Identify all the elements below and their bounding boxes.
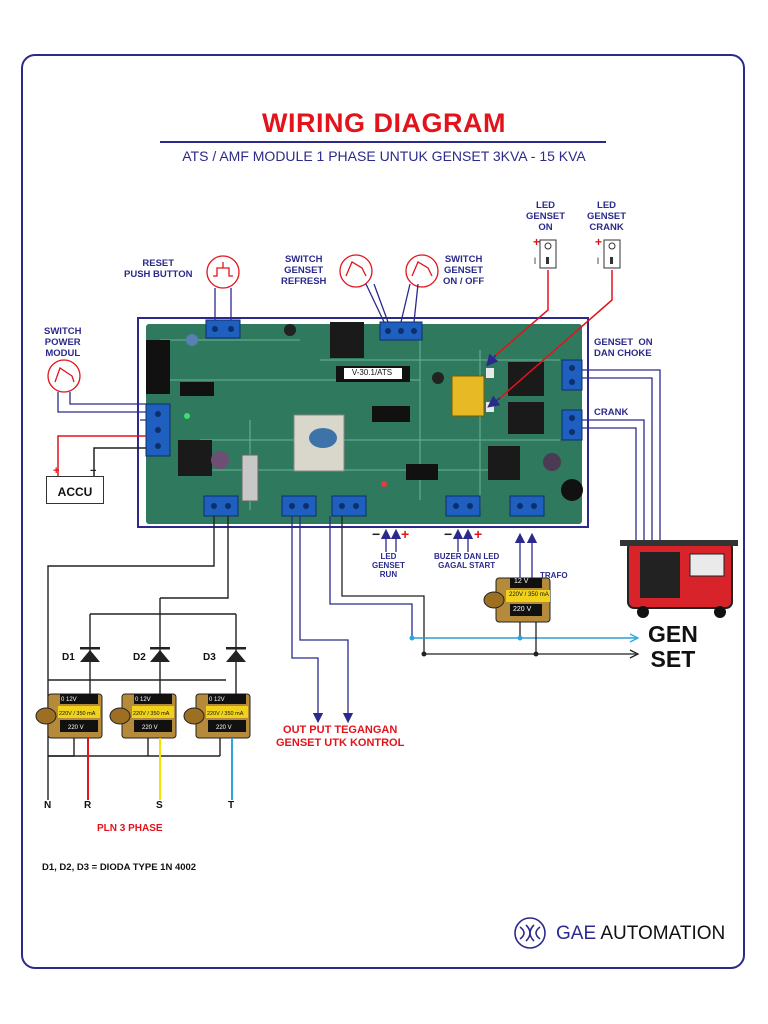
led-genset-on-symbol bbox=[539, 239, 557, 269]
svg-text:220V / 350 mA: 220V / 350 mA bbox=[207, 711, 244, 717]
svg-text:+: + bbox=[533, 235, 540, 249]
svg-text:−: − bbox=[444, 526, 452, 542]
accu-battery: ACCU bbox=[46, 476, 104, 504]
diagram-frame bbox=[21, 54, 745, 969]
genset-trafo-symbol bbox=[483, 577, 551, 623]
label-led-genset-on: LED GENSET ON bbox=[526, 200, 566, 233]
svg-text:+: + bbox=[474, 526, 482, 542]
label-buzer-gagal-start: BUZER DAN LED GAGAL START bbox=[434, 552, 500, 570]
label-s: S bbox=[156, 800, 163, 811]
label-switch-onoff: SWITCH GENSET ON / OFF bbox=[443, 254, 485, 287]
trafo-220v: 220 V bbox=[513, 606, 532, 613]
svg-text:220V / 350 mA: 220V / 350 mA bbox=[59, 711, 96, 717]
label-crank: CRANK bbox=[594, 407, 629, 418]
svg-text:l: l bbox=[597, 256, 599, 266]
logo-word: AUTOMATION bbox=[600, 923, 726, 944]
diagram-title: WIRING DIAGRAM bbox=[262, 108, 506, 138]
reset-push-button-symbol bbox=[206, 255, 240, 289]
label-dioda-note: D1, D2, D3 = DIODA TYPE 1N 4002 bbox=[42, 862, 197, 873]
label-led-genset-run: LED GENSET RUN bbox=[372, 552, 405, 579]
trafo-12v: 12 V bbox=[514, 578, 529, 585]
svg-text:+: + bbox=[401, 526, 409, 542]
label-trafo: TRAFO bbox=[540, 571, 568, 580]
label-d2: D2 bbox=[133, 652, 146, 663]
svg-text:220V / 350 mA: 220V / 350 mA bbox=[133, 711, 170, 717]
trafo-symbols: 0 12V 220V / 350 mA 220 V 0 12V 220V / 3… bbox=[35, 693, 251, 739]
label-r: R bbox=[84, 800, 92, 811]
label-switch-refresh: SWITCH GENSET REFRESH bbox=[281, 254, 327, 287]
label-n: N bbox=[44, 800, 52, 811]
svg-text:0 12V: 0 12V bbox=[61, 697, 77, 703]
label-gen-set: GEN SET bbox=[648, 621, 698, 672]
gae-automation-logo: GAE AUTOMATION bbox=[556, 923, 725, 945]
switch-power-symbol bbox=[47, 359, 81, 393]
label-d1: D1 bbox=[62, 652, 75, 663]
svg-text:0 12V: 0 12V bbox=[209, 697, 225, 703]
svg-text:0 12V: 0 12V bbox=[135, 697, 151, 703]
label-pln-3-phase: PLN 3 PHASE bbox=[97, 823, 163, 834]
label-t: T bbox=[228, 800, 235, 811]
pcb-board bbox=[137, 317, 589, 528]
label-switch-power-modul: SWITCH POWER MODUL bbox=[44, 326, 82, 359]
generator-image bbox=[620, 540, 738, 618]
label-output-tegangan: OUT PUT TEGANGAN GENSET UTK KONTROL bbox=[276, 724, 405, 749]
trafo-spec: 220V / 350 mA bbox=[509, 592, 549, 598]
svg-text:l: l bbox=[534, 256, 536, 266]
diode-symbols bbox=[80, 647, 246, 662]
label-led-genset-crank: LED GENSET CRANK bbox=[587, 200, 627, 233]
diagram-subtitle: ATS / AMF MODULE 1 PHASE UNTUK GENSET 3K… bbox=[182, 148, 586, 164]
led-genset-crank-symbol bbox=[603, 239, 621, 269]
board-model-label: V-30.1/ATS bbox=[351, 368, 393, 377]
svg-text:−: − bbox=[90, 465, 96, 477]
svg-text:220 V: 220 V bbox=[142, 725, 158, 731]
label-reset-push-button: RESET PUSH BUTTON bbox=[124, 258, 193, 280]
svg-text:+: + bbox=[595, 235, 602, 249]
label-d3: D3 bbox=[203, 652, 216, 663]
svg-text:220 V: 220 V bbox=[68, 725, 84, 731]
svg-text:+: + bbox=[53, 465, 59, 477]
gae-logo-icon bbox=[514, 917, 546, 949]
switch-refresh-symbol bbox=[339, 254, 373, 288]
logo-brand: GAE bbox=[556, 923, 597, 944]
label-genset-on-choke: GENSET ON DAN CHOKE bbox=[594, 337, 653, 359]
svg-text:220 V: 220 V bbox=[216, 725, 232, 731]
switch-onoff-symbol bbox=[405, 254, 439, 288]
svg-text:−: − bbox=[372, 526, 380, 542]
title-underline bbox=[160, 141, 606, 143]
